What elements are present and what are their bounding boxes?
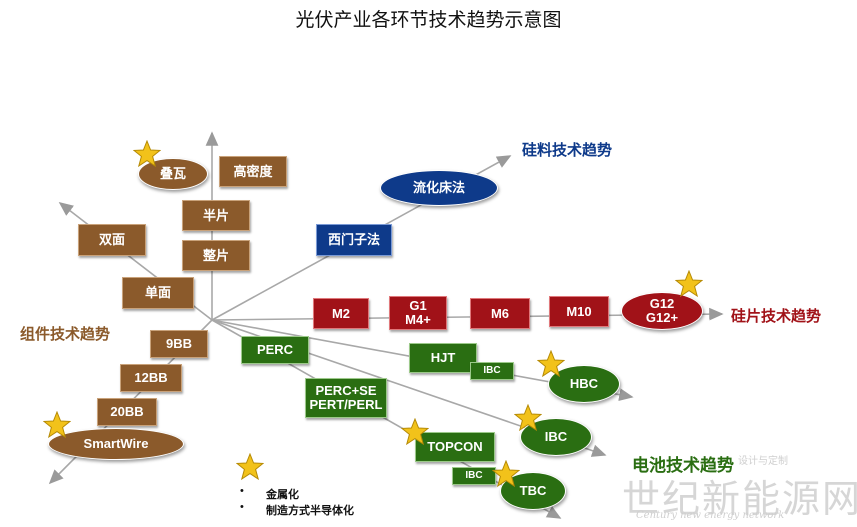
cell-node-topcon: TOPCON [415,432,495,462]
page-title: 光伏产业各环节技术趋势示意图 [295,9,562,31]
module-node-high-density: 高密度 [219,156,287,187]
module-node-whole-cell: 整片 [182,240,250,271]
star-icon [401,418,429,446]
wafer-node-g1: G1 M4+ [389,296,447,330]
star-icon [514,404,542,432]
cell-node-ibc-tag-2: IBC [452,467,496,485]
legend-bullet: • [240,485,244,497]
module-trend-label: 组件技术趋势 [20,326,111,343]
watermark-logo: 世纪新能源网 [622,477,857,521]
wafer-node-g12: G12 G12+ [621,292,703,330]
cell-trend-label: 电池技术趋势 [632,456,734,475]
wafer-trend-label: 硅片技术趋势 [731,308,822,325]
cell-node-hbc: HBC [548,365,620,403]
module-node-bifacial: 双面 [78,224,146,256]
module-node-9bb: 9BB [150,330,208,358]
cell-node-perc-se: PERC+SE PERT/PERL [305,378,387,418]
star-icon [43,411,71,439]
legend-star-icon [236,453,264,481]
star-icon [675,270,703,298]
legend-bullet: • [240,501,244,513]
module-node-smartwire: SmartWire [48,428,184,460]
wafer-node-m2: M2 [313,298,369,329]
module-node-monofacial: 单面 [122,277,194,309]
legend-item-semiconductor: 制造方式半导体化 [266,505,354,517]
cell-node-ibc-tag-1: IBC [470,362,514,380]
module-node-half-cell: 半片 [182,200,250,231]
silicon-node-fbr: 流化床法 [380,170,498,206]
module-node-stack: 叠瓦 [138,158,208,190]
wafer-node-m10: M10 [549,296,609,327]
wafer-node-m6: M6 [470,298,530,329]
star-icon [133,140,161,168]
watermark-subtitle: Century new energy network [636,510,785,521]
silicon-trend-label: 硅料技术趋势 [522,142,613,159]
star-icon [492,460,520,488]
cell-node-perc: PERC [241,336,309,364]
legend-item-metallization: 金属化 [266,489,299,501]
module-node-12bb: 12BB [120,364,182,392]
watermark-top: 设计与定制 [738,456,788,467]
module-node-20bb: 20BB [97,398,157,426]
cell-node-hjt: HJT [409,343,477,373]
star-icon [537,350,565,378]
silicon-node-siemens: 西门子法 [316,224,392,256]
